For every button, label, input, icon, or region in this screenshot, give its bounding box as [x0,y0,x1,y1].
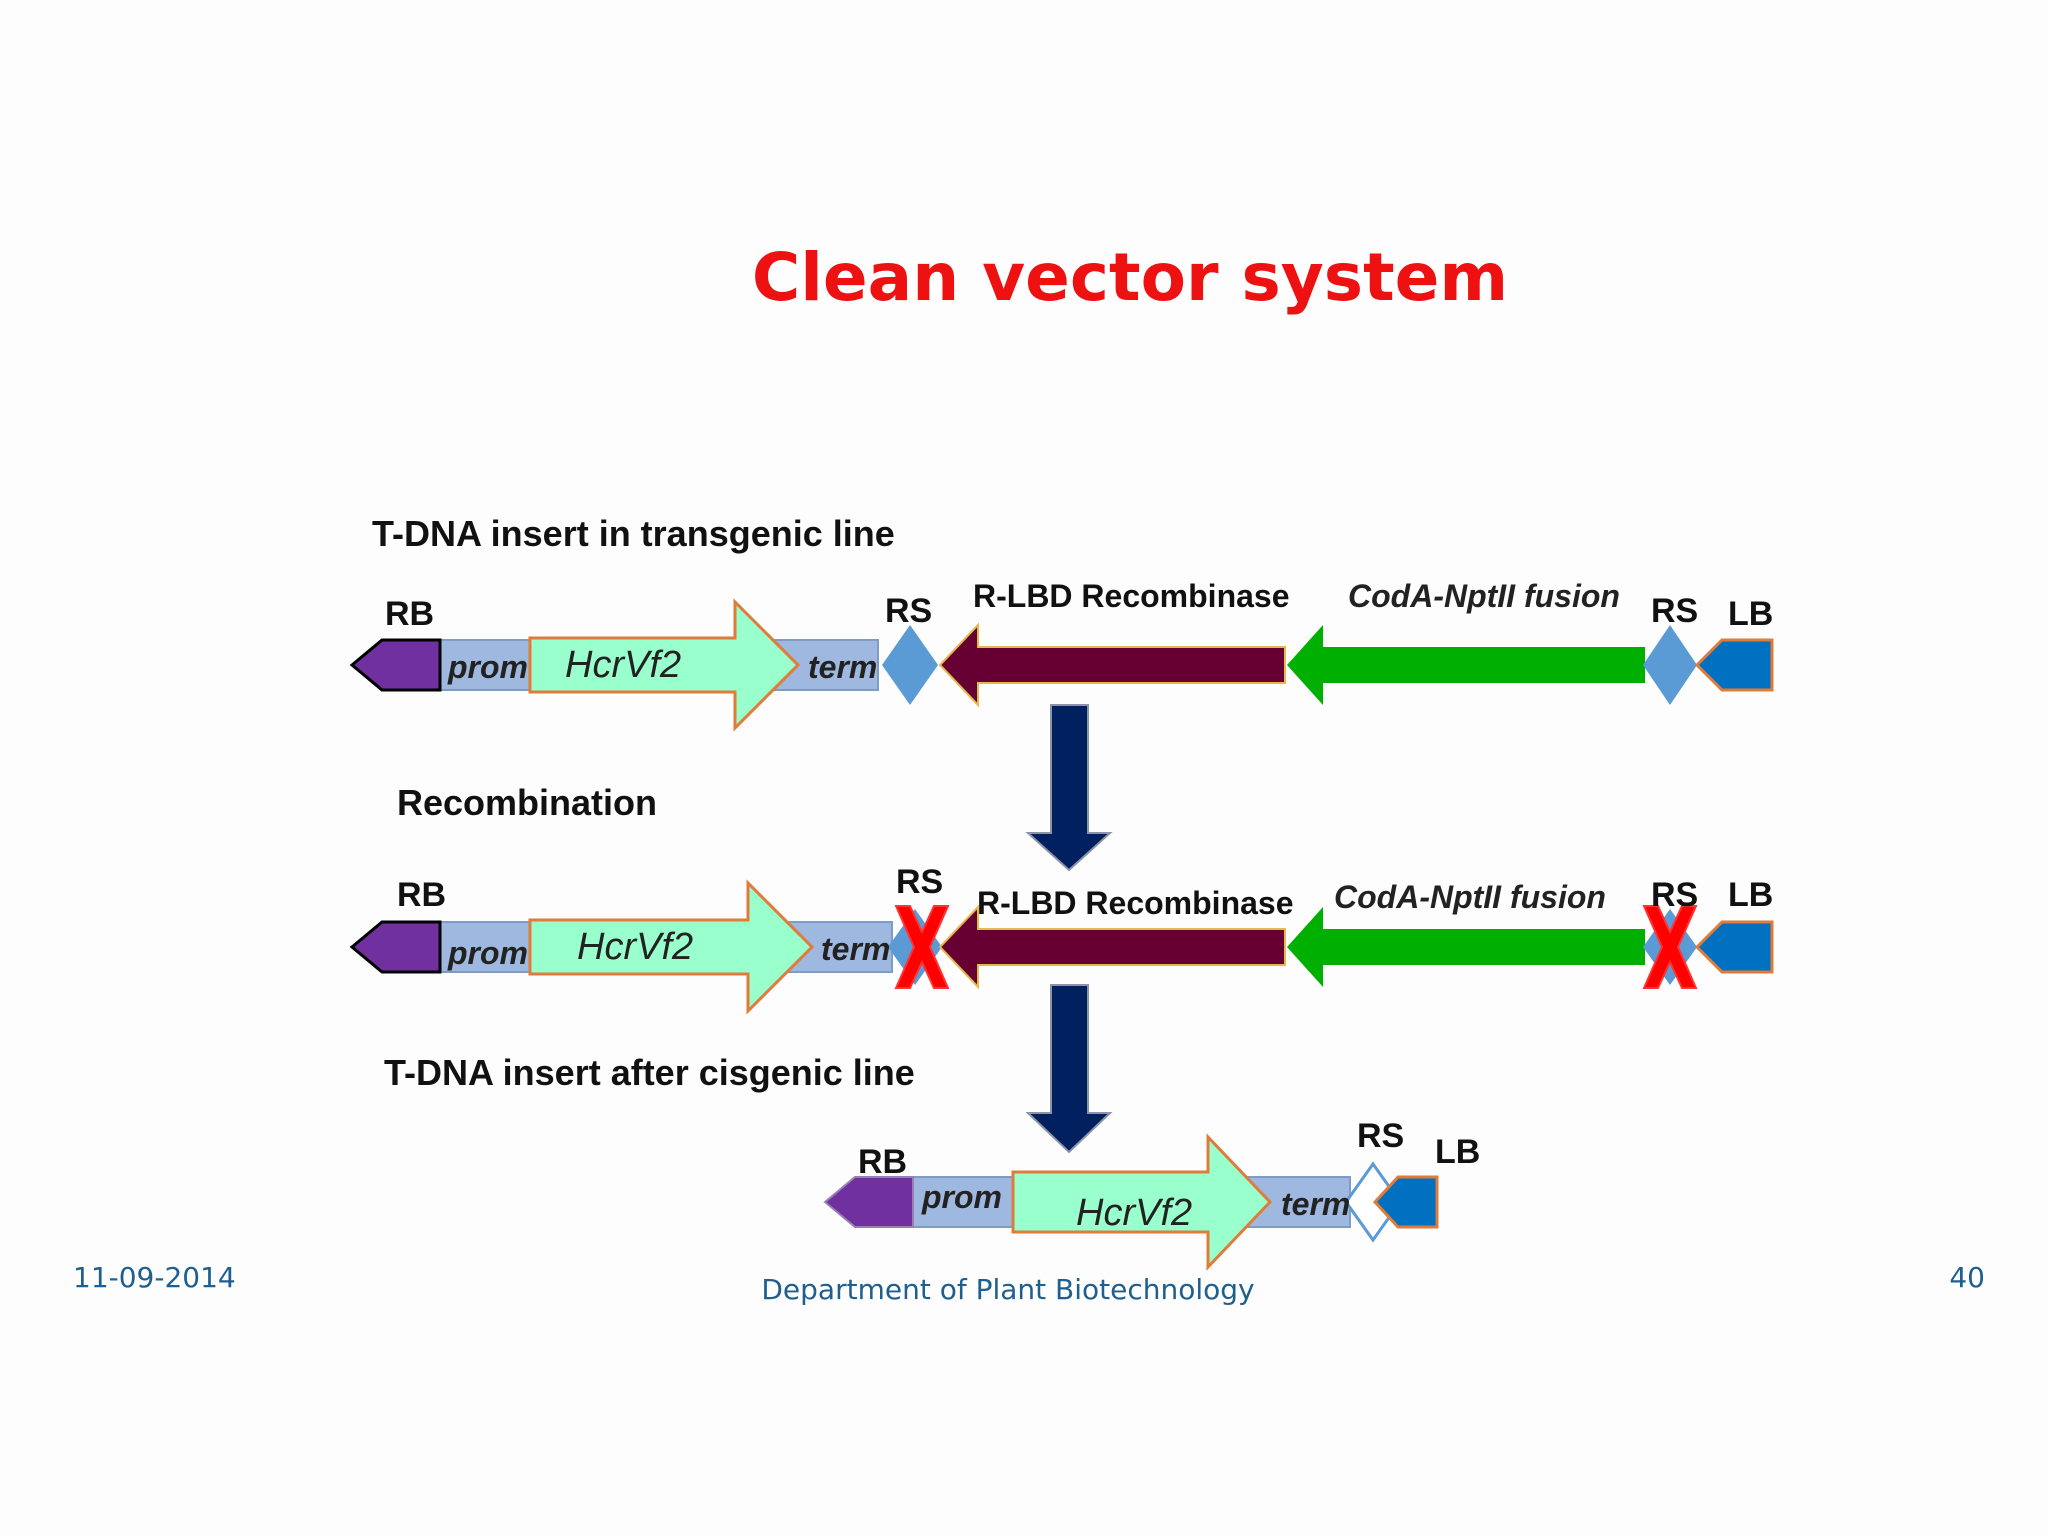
slide-title: Clean vector system [752,239,1508,316]
lb-border-shape [1372,1175,1439,1229]
term-label: term [821,931,890,967]
rs-label: RS [885,592,932,630]
rs-diamond [882,625,938,705]
recombinase-label: R-LBD Recombinase [973,578,1290,614]
footer-date: 11-09-2014 [73,1261,236,1294]
rb-label: RB [858,1143,907,1181]
prom-label: prom [921,1179,1002,1215]
gene-label: HcrVf2 [577,926,693,968]
construct-cisgenic: T-DNA insert after cisgenic line RB prom… [384,1052,1480,1271]
lb-label: LB [1435,1133,1480,1171]
gene-arrow-hcrvf2 [528,598,801,732]
rb-border-shape [349,920,442,974]
footer-department: Department of Plant Biotechnology [761,1273,1254,1306]
footer-page-number: 40 [1949,1261,1985,1294]
rs-label: RS [1651,876,1698,914]
rb-border-shape [823,1176,914,1228]
rb-border-shape [349,638,442,692]
lb-border-shape [1694,638,1774,692]
lb-border-shape [1694,920,1774,974]
down-arrow [1025,984,1113,1154]
recombinase-arrow [938,622,1286,708]
fusion-label: CodA-NptII fusion [1334,879,1606,915]
rs-label: RS [896,863,943,901]
cross-icon [894,905,950,989]
rs-diamond [1643,625,1697,705]
section-label-transgenic: T-DNA insert in transgenic line [372,513,895,554]
coda-nptii-fusion-arrow [1287,625,1645,705]
rs-label: RS [1357,1117,1404,1155]
construct-recombination: Recombination RB prom HcrVf2 term RS R-L… [349,782,1774,1015]
fusion-label: CodA-NptII fusion [1348,578,1620,614]
construct-transgenic: T-DNA insert in transgenic line RB prom … [349,513,1774,732]
rb-label: RB [397,876,446,914]
gene-label: HcrVf2 [565,644,681,686]
rb-label: RB [385,595,434,633]
cross-icon [1642,905,1698,989]
prom-label: prom [447,649,528,685]
lb-label: LB [1728,876,1773,914]
gene-arrow-hcrvf2 [1011,1133,1273,1271]
down-arrow [1025,704,1113,872]
section-label-recombination: Recombination [397,782,657,823]
term-label: term [808,649,877,685]
rs-label: RS [1651,592,1698,630]
coda-nptii-fusion-arrow [1287,907,1645,987]
gene-label: HcrVf2 [1076,1192,1192,1234]
prom-label: prom [447,935,528,971]
term-label: term [1281,1186,1350,1222]
recombinase-label: R-LBD Recombinase [977,885,1294,921]
section-label-cisgenic: T-DNA insert after cisgenic line [384,1052,915,1093]
lb-label: LB [1728,595,1773,633]
recombinase-arrow [938,904,1286,990]
gene-arrow-hcrvf2 [528,879,815,1015]
